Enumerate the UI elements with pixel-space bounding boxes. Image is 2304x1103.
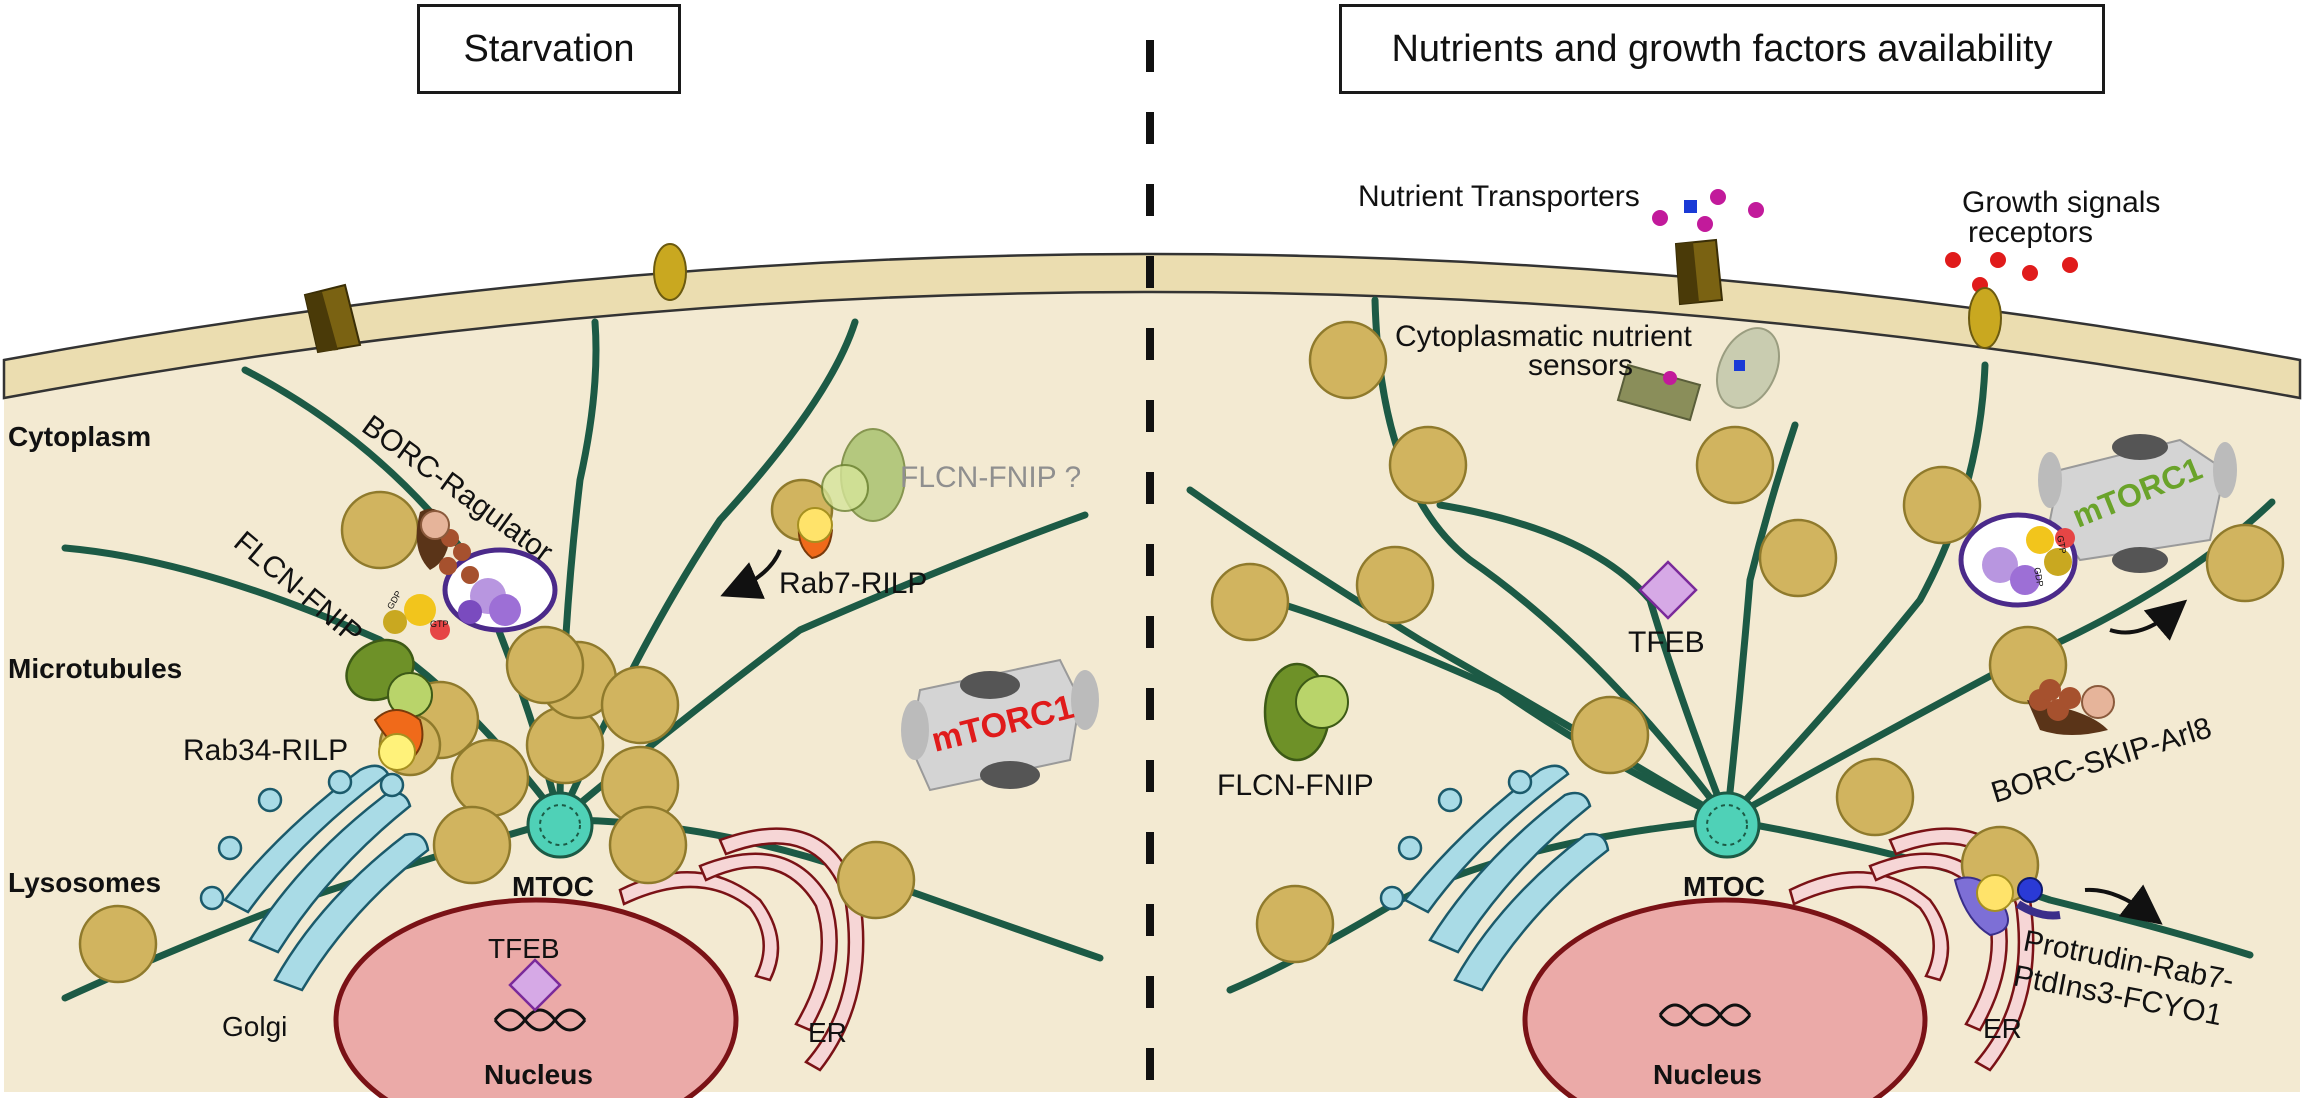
- plasma-membrane: [2, 252, 2302, 400]
- rab7-rilp-complex: [720, 428, 906, 599]
- label-mtoc-right: MTOC: [1683, 871, 1765, 902]
- growth-signal-particles: [1945, 252, 2078, 293]
- mtoc-left: [526, 791, 594, 859]
- nutrient-particles: [1652, 189, 1764, 232]
- label-nutrient-transporters: Nutrient Transporters: [1358, 180, 1640, 213]
- dna-right-icon: [1658, 1003, 1752, 1027]
- panel-title-nutrients: Nutrients and growth factors availabilit…: [1339, 4, 2105, 94]
- tfeb-cytoplasmic-icon: [1638, 560, 1698, 620]
- label-gtp-right: GTP: [2055, 535, 2068, 555]
- label-flcn-fnip-right: FLCN-FNIP: [1217, 769, 1374, 802]
- dna-left-icon: [493, 1008, 587, 1032]
- golgi-left: [199, 764, 430, 992]
- label-growth-signals: Growth signals: [1962, 186, 2160, 219]
- mtorc1-left: [901, 658, 1099, 792]
- label-rab7-rilp: Rab7-RILP: [779, 567, 927, 600]
- er-left: [618, 827, 865, 1072]
- label-cyto-sensors-2: sensors: [1528, 349, 1633, 382]
- label-cyto-sensors-1: Cytoplasmatic nutrient: [1395, 320, 1692, 353]
- transporters-right: [1674, 238, 2002, 349]
- label-rab34-rilp: Rab34-RILP: [183, 734, 348, 767]
- nucleus-right: [1522, 897, 1928, 1103]
- label-golgi: Golgi: [222, 1011, 287, 1042]
- label-flcn-fnip-question: FLCN-FNIP ?: [900, 461, 1081, 494]
- transporters-left: [303, 243, 687, 354]
- panel-title-starvation: Starvation: [417, 4, 681, 94]
- golgi-right: [1379, 764, 1610, 992]
- borc-skip-arl8-complex: [2027, 599, 2188, 735]
- label-lysosomes: Lysosomes: [8, 867, 161, 898]
- flcn-fnip-rab34-left: [345, 638, 433, 771]
- tfeb-nuclear-icon: [508, 958, 562, 1012]
- mtoc-right: [1693, 791, 1761, 859]
- label-gdp-right: GDP: [2032, 567, 2045, 588]
- label-er-left: ER: [808, 1017, 847, 1048]
- label-mtoc-left: MTOC: [512, 871, 594, 902]
- protrudin-complex: [1953, 874, 2163, 937]
- cytoplasmic-sensors: [1616, 327, 1780, 422]
- label-tfeb-right: TFEB: [1628, 626, 1705, 659]
- label-tfeb-left: TFEB: [488, 933, 560, 964]
- borc-ragulator-complex: [383, 508, 558, 640]
- lysosomes-right: [1210, 320, 2285, 964]
- label-receptors: receptors: [1968, 216, 2093, 249]
- label-nucleus-left: Nucleus: [484, 1059, 593, 1090]
- label-nucleus-right: Nucleus: [1653, 1059, 1762, 1090]
- flcn-fnip-right: [1263, 662, 1349, 762]
- label-gtp-left: GTP: [430, 619, 449, 629]
- label-microtubules: Microtubules: [8, 653, 182, 684]
- label-er-right: ER: [1983, 1013, 2022, 1044]
- label-cytoplasm: Cytoplasm: [8, 421, 151, 452]
- mtorc1-right-complex: [1958, 434, 2237, 608]
